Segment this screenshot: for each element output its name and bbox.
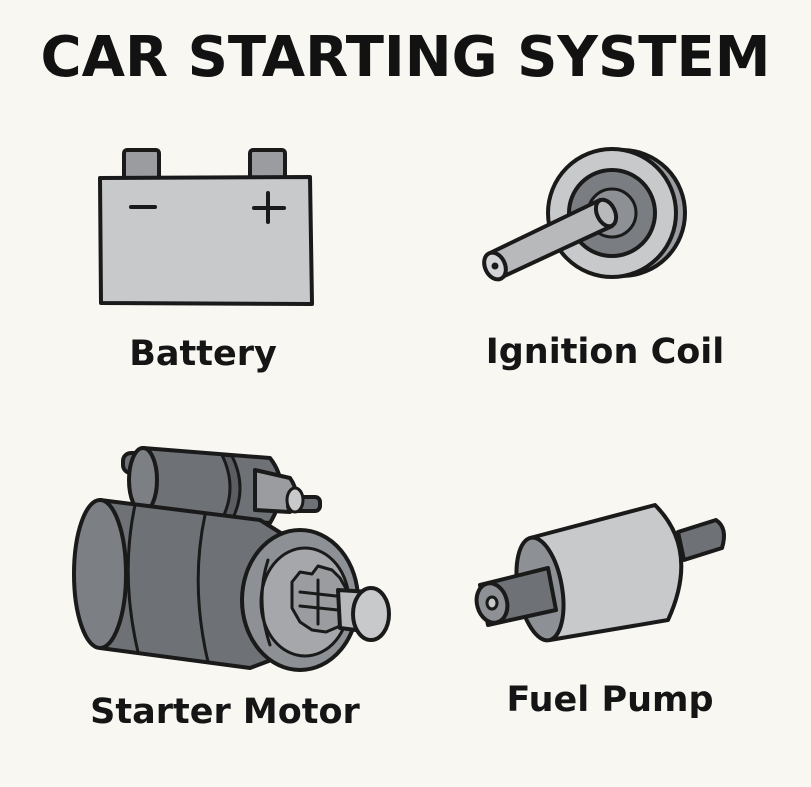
diagram-title: CAR STARTING SYSTEM <box>40 25 771 90</box>
motor-housing-seam <box>126 503 140 654</box>
drive-housing-rim <box>260 558 272 647</box>
coil-rod-end <box>593 197 619 229</box>
battery-icon <box>98 148 314 306</box>
starter-motor-label: Starter Motor <box>90 692 360 732</box>
coil-rod-tip-hole <box>491 262 499 270</box>
battery-negative-terminal <box>122 148 161 182</box>
battery-body <box>98 175 314 306</box>
starter-motor-icon <box>72 446 391 672</box>
solenoid-terminal-nut <box>285 486 305 514</box>
motor-rear-cap <box>72 498 128 650</box>
fuel-pump-icon <box>474 503 726 643</box>
battery-label: Battery <box>129 334 277 374</box>
ignition-coil-label: Ignition Coil <box>485 332 725 372</box>
pinion-nose-cap <box>351 586 391 642</box>
fuel-pump-label: Fuel Pump <box>506 680 714 720</box>
ignition-coil-icon <box>482 147 687 282</box>
pump-inlet-hole <box>485 595 499 611</box>
pump-outlet-pipe <box>676 518 726 562</box>
motor-housing-seam-2 <box>196 513 210 664</box>
